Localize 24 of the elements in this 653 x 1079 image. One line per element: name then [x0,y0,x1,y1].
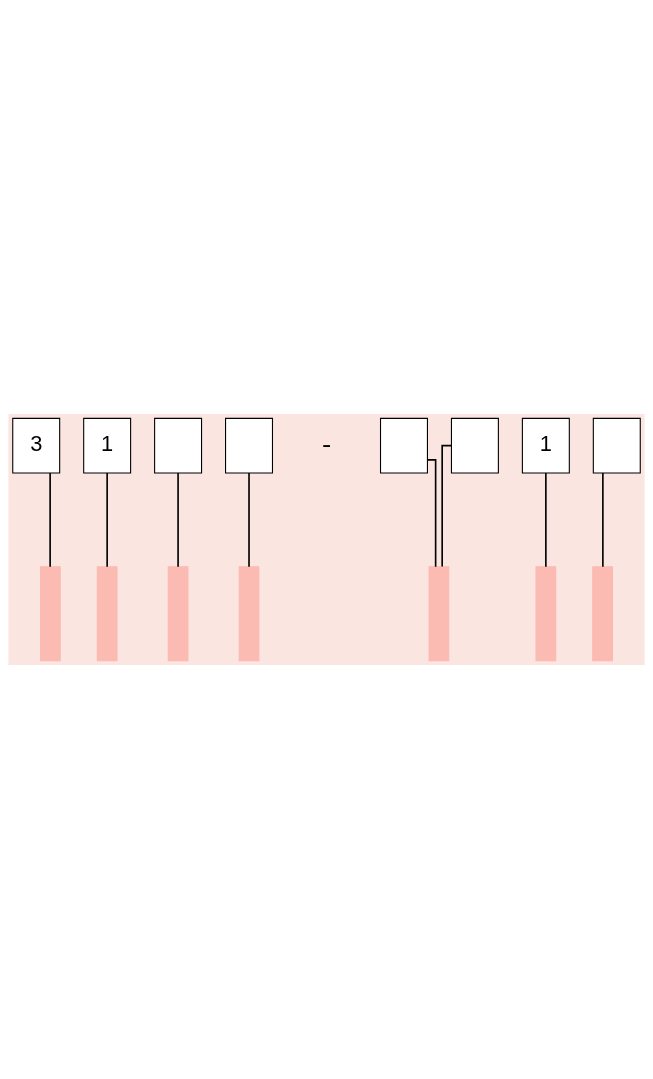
node-bar [238,566,260,662]
node-bar [96,566,118,662]
node-box: 3 [12,417,61,474]
connector [426,459,437,568]
node-bar [428,566,450,662]
node-bar [592,566,613,662]
connector [248,472,250,568]
node-box: 1 [521,417,570,474]
node-bar [535,566,557,662]
label: - [322,429,331,459]
node-box: 1 [83,417,132,474]
node-box [379,417,428,474]
node-bar [167,566,189,662]
node-box [592,417,641,474]
connector [545,472,547,568]
node-box [225,417,274,474]
connector [177,472,179,568]
connector [106,472,108,568]
node-box [450,417,499,474]
node-bar [40,566,61,662]
connector [441,444,452,568]
connector [49,472,51,568]
connector [602,472,604,568]
node-box [154,417,203,474]
